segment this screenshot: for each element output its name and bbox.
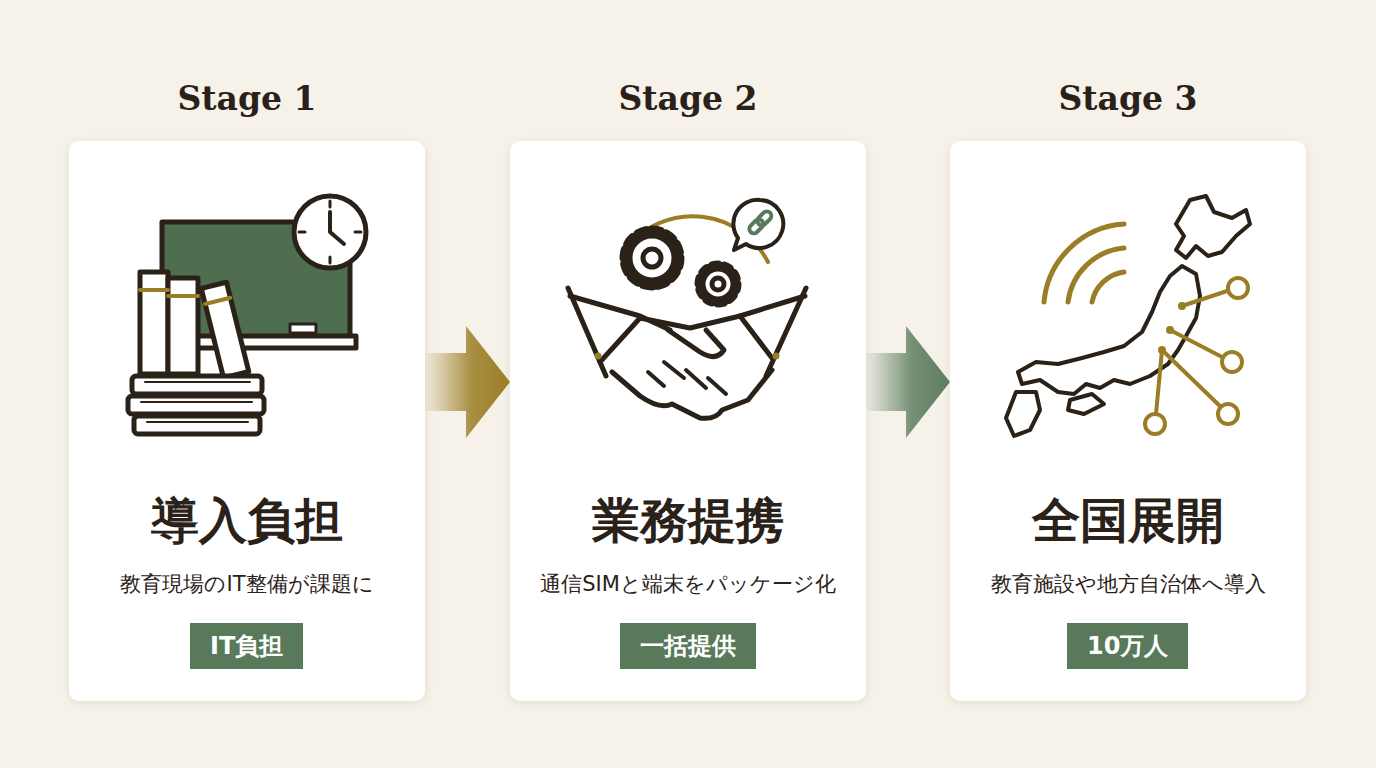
gear-hub xyxy=(712,278,724,290)
gear-teeth xyxy=(699,265,737,303)
stage-heading: Stage 1 xyxy=(69,79,425,118)
network-nodes xyxy=(1145,278,1248,434)
card-panel xyxy=(950,141,1306,701)
badge-label: 一括提供 xyxy=(640,631,736,661)
chain-link xyxy=(748,210,774,236)
book-stacked xyxy=(132,376,262,394)
hokkaido xyxy=(1176,196,1250,258)
kyushu xyxy=(1006,392,1040,436)
badge-label: IT負担 xyxy=(210,631,283,661)
book-leaning xyxy=(201,282,248,378)
keyword-badge: IT負担 xyxy=(190,623,303,669)
stage-description: 通信SIMと端末をパッケージ化 xyxy=(516,571,860,597)
flow-arrow xyxy=(425,326,510,438)
clock-ticks xyxy=(299,201,361,263)
stage-card: Stage 2業務提携通信SIMと端末をパッケージ化一括提供 xyxy=(510,141,866,701)
thumb xyxy=(668,330,724,357)
signal-waves xyxy=(1044,224,1124,302)
keyword-badge: 10万人 xyxy=(1067,623,1188,669)
flow-arrow xyxy=(866,326,950,438)
badge-label: 10万人 xyxy=(1087,631,1168,661)
book-upright xyxy=(140,272,168,374)
chalk xyxy=(290,324,316,333)
book-upright xyxy=(168,278,198,374)
hands-clasp xyxy=(612,370,772,418)
honshu xyxy=(1018,266,1200,394)
stage-card: Stage 1導入負担教育現場のIT整備が課題にIT負担 xyxy=(69,141,425,701)
classroom-icon xyxy=(128,196,366,434)
nationwide-icon xyxy=(1006,196,1250,436)
shikoku xyxy=(1068,394,1104,414)
keyword-badge: 一括提供 xyxy=(620,623,756,669)
hands-top xyxy=(600,316,772,362)
stage-description: 教育現場のIT整備が課題に xyxy=(75,571,419,597)
stage-description: 教育施設や地方自治体へ導入 xyxy=(956,571,1300,597)
card-panel xyxy=(510,141,866,701)
gear xyxy=(630,236,674,280)
network-points xyxy=(1158,302,1186,354)
book-stacked xyxy=(134,416,260,434)
stage-title: 全国展開 xyxy=(950,493,1306,548)
book-stacked xyxy=(128,396,264,414)
stage-card: Stage 3全国展開教育施設や地方自治体へ導入10万人 xyxy=(950,141,1306,701)
gear-hub xyxy=(643,249,661,267)
stage-heading: Stage 3 xyxy=(950,79,1306,118)
stage-title: 導入負担 xyxy=(69,493,425,548)
stage-heading: Stage 2 xyxy=(510,79,866,118)
clock-hands xyxy=(330,212,344,244)
right-cuff xyxy=(766,288,806,376)
gear xyxy=(703,269,733,299)
speech-bubble xyxy=(733,200,783,250)
partnership-icon xyxy=(568,200,806,418)
clock xyxy=(294,196,366,268)
left-cuff xyxy=(568,288,606,376)
stage-title: 業務提携 xyxy=(510,493,866,548)
network-lines xyxy=(1156,290,1230,414)
card-panel xyxy=(69,141,425,701)
gear-teeth xyxy=(625,231,679,285)
